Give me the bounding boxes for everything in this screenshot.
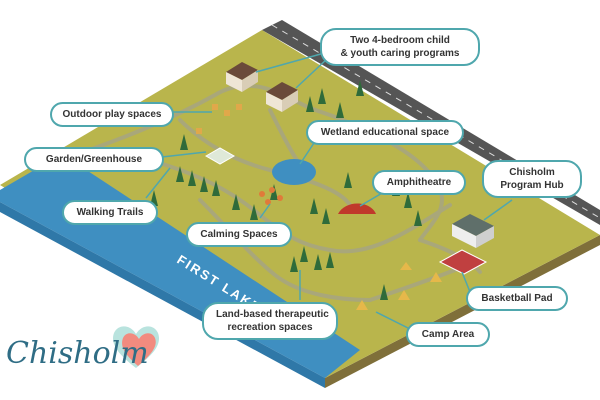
callout-amphitheatre: Amphitheatre xyxy=(372,170,466,195)
logo-wordmark: Chisholm xyxy=(6,336,149,371)
camp-tents xyxy=(356,262,442,310)
callout-wetland: Wetland educational space xyxy=(306,120,464,145)
program-hub-building xyxy=(452,214,494,248)
calming-spaces xyxy=(259,187,283,205)
heart-logo-icon xyxy=(112,326,160,368)
callout-calming-spaces: Calming Spaces xyxy=(186,222,292,247)
callout-program-hub: Chisholm Program Hub xyxy=(482,160,582,198)
callout-land-based: Land-based therapeutic recreation spaces xyxy=(202,302,338,340)
wetland-pond xyxy=(272,159,316,185)
callout-outdoor-play: Outdoor play spaces xyxy=(50,102,174,127)
amphitheatre-stage xyxy=(338,203,376,214)
ground-side xyxy=(325,235,600,388)
greenhouse xyxy=(204,147,236,165)
lake-shore xyxy=(0,202,325,388)
basketball-court xyxy=(438,249,488,275)
play-area xyxy=(196,104,242,134)
callout-caring-programs: Two 4-bedroom child & youth caring progr… xyxy=(320,28,480,66)
caring-program-house-2 xyxy=(266,82,298,112)
callout-camp-area: Camp Area xyxy=(406,322,490,347)
callout-basketball-pad: Basketball Pad xyxy=(466,286,568,311)
caring-program-house-1 xyxy=(226,62,258,92)
callout-walking-trails: Walking Trails xyxy=(62,200,158,225)
callout-garden: Garden/Greenhouse xyxy=(24,147,164,172)
